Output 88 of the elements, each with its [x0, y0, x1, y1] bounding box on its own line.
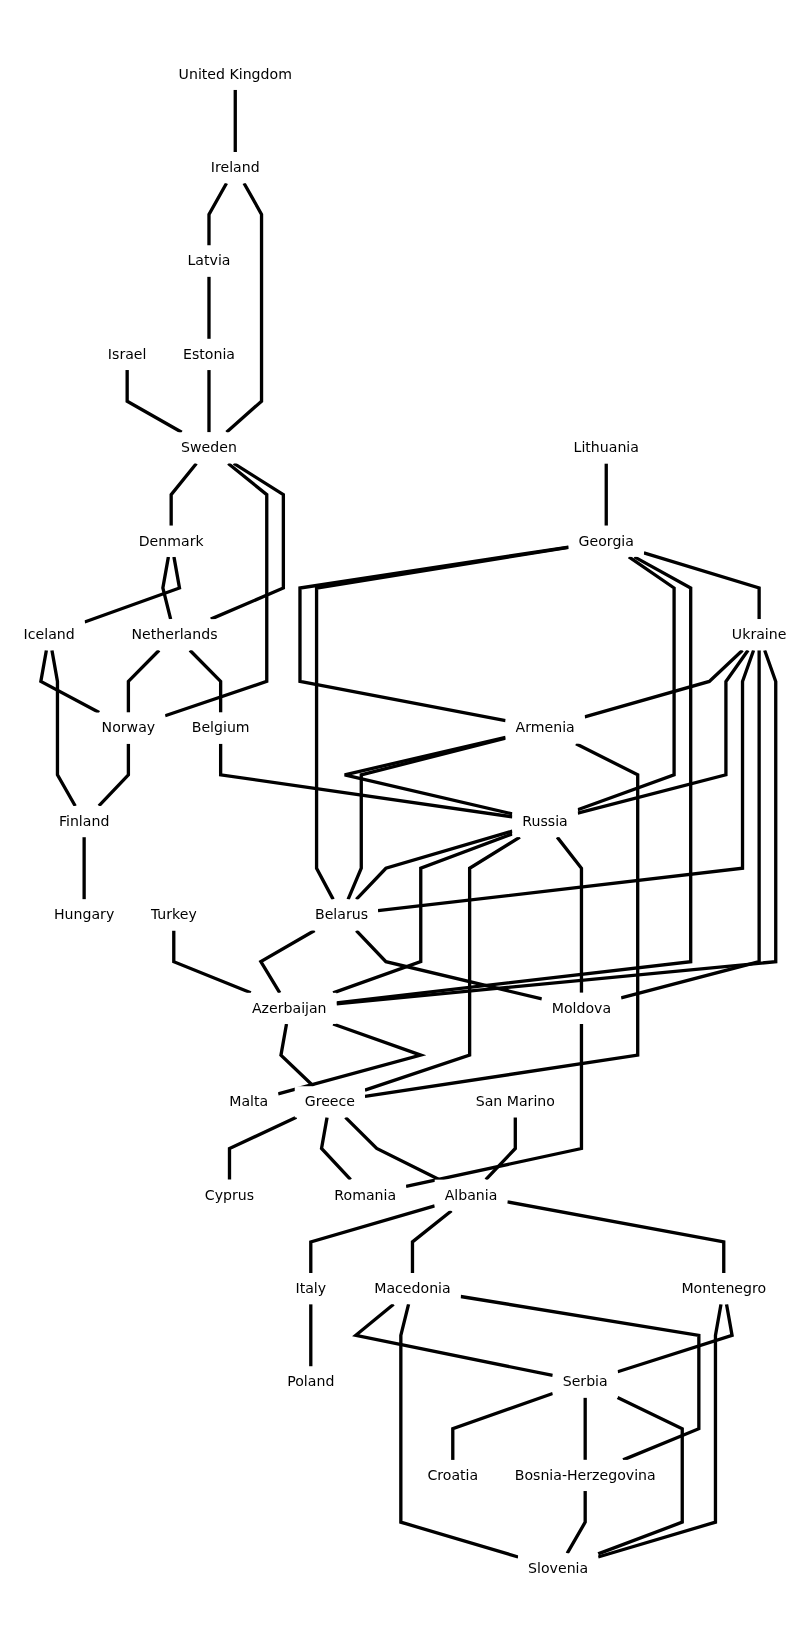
connector [225, 182, 264, 434]
connector [565, 1491, 587, 1555]
connector [207, 277, 211, 340]
node-text: Belgium [191, 719, 250, 737]
node-text: Lithuania [573, 439, 639, 457]
connector [336, 650, 778, 1006]
node-text: Montenegro [681, 1280, 767, 1297]
connector [451, 1392, 554, 1461]
connector [50, 650, 77, 808]
connector [219, 744, 513, 819]
node-text: Malta [229, 1093, 269, 1110]
node-text: Croatia [427, 1466, 479, 1484]
connector [84, 557, 182, 624]
connector [399, 1304, 519, 1560]
connector [161, 557, 173, 620]
connector [460, 1295, 701, 1462]
connector [597, 1396, 684, 1556]
node-text: Belarus [314, 906, 369, 924]
node-text: Norway [101, 719, 156, 737]
node-text: Israel [107, 345, 147, 363]
node-text: Estonia [182, 345, 235, 363]
connector [620, 650, 761, 1000]
connector [555, 836, 584, 994]
connector [583, 1398, 587, 1461]
connector [233, 90, 237, 153]
connector [346, 737, 506, 901]
connector [364, 836, 521, 1093]
node-text: Denmark [138, 532, 204, 550]
connector [364, 742, 640, 1099]
node-text: Georgia [578, 532, 634, 550]
connector [126, 649, 161, 713]
node-text: Netherlands [131, 626, 218, 643]
node-text: Slovenia [528, 1560, 589, 1578]
connector [309, 1304, 313, 1367]
connector [617, 1304, 734, 1374]
node-text: Iceland [23, 626, 75, 643]
connector [258, 929, 316, 995]
connector [336, 555, 693, 1005]
connector [643, 551, 761, 620]
connector [169, 462, 198, 527]
node-text: Italy [295, 1280, 327, 1297]
node-text: Latvia [187, 252, 231, 270]
connector [405, 1024, 584, 1189]
connector [227, 1116, 298, 1181]
connector [377, 650, 756, 913]
connector [188, 649, 223, 713]
node-text: Turkey [150, 906, 197, 924]
node-text: Finland [58, 813, 110, 830]
connector [484, 1117, 517, 1182]
connector [82, 837, 86, 900]
connector [577, 649, 750, 816]
connector [584, 649, 744, 719]
connector [207, 182, 228, 246]
connector [577, 555, 676, 812]
connector [314, 546, 569, 901]
connector [355, 929, 543, 1001]
connector [210, 462, 286, 622]
connector [125, 370, 183, 435]
connector [172, 931, 252, 995]
node-text: Ireland [210, 159, 260, 176]
connector [164, 462, 269, 718]
connector [298, 545, 569, 723]
connector [309, 1204, 436, 1274]
connector [277, 1022, 427, 1096]
connector [352, 1303, 554, 1378]
node-text: Macedonia [374, 1280, 451, 1297]
node-text: Cyprus [204, 1186, 255, 1204]
connector [344, 1116, 441, 1182]
connector [410, 1209, 453, 1274]
connector [319, 1117, 352, 1182]
node-text: Hungary [53, 906, 115, 924]
connector [604, 463, 608, 527]
node-text: San Marino [475, 1093, 555, 1110]
connector [343, 736, 513, 816]
node-text: Armenia [515, 719, 575, 737]
connector [507, 1200, 726, 1274]
connector [97, 744, 131, 808]
node-text: Moldova [551, 999, 612, 1017]
node-text: Bosnia-Herzegovina [514, 1466, 656, 1484]
node-text: Romania [334, 1186, 397, 1204]
connector [355, 830, 513, 901]
connector [39, 650, 100, 715]
connector [207, 370, 211, 433]
connector [597, 1304, 723, 1560]
connector [332, 832, 513, 995]
node-text: Serbia [562, 1373, 608, 1391]
node-text: United Kingdom [178, 65, 292, 83]
node-text: Poland [287, 1373, 335, 1391]
